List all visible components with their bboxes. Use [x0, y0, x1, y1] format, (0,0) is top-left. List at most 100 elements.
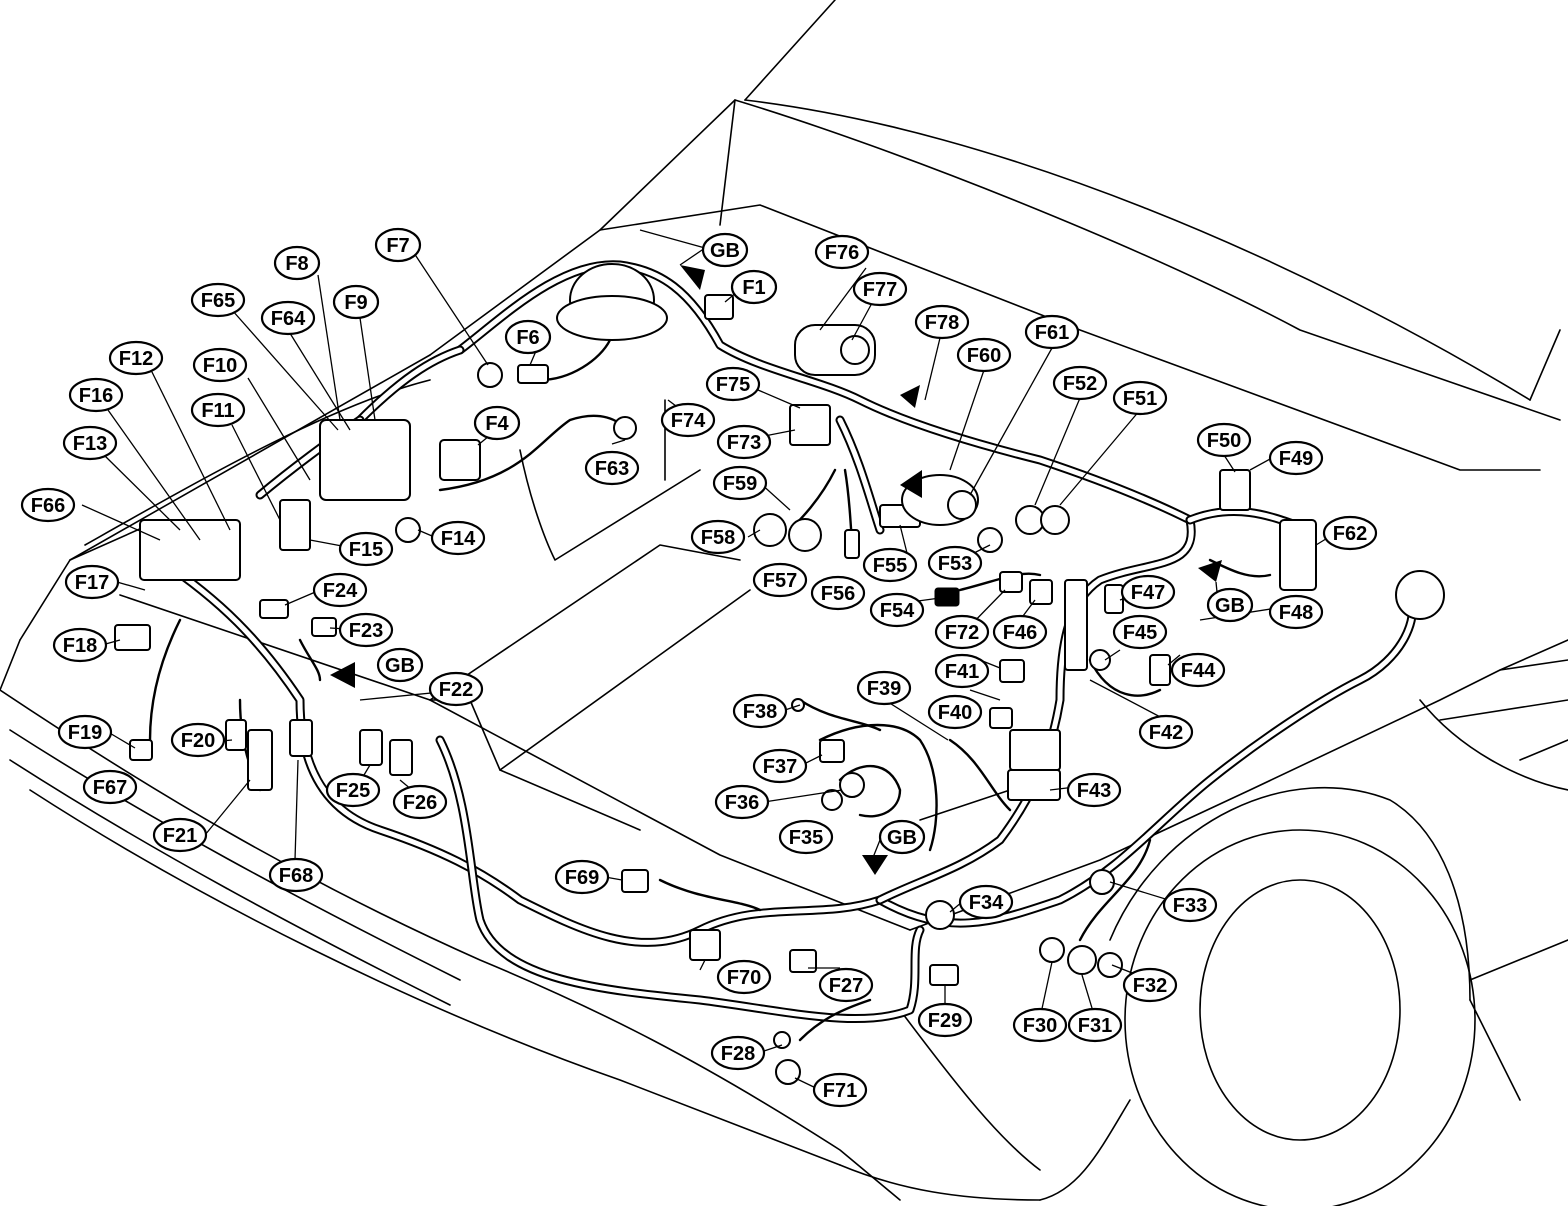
label-oval — [660, 402, 716, 438]
label-oval — [705, 366, 761, 402]
label-text: F4 — [485, 413, 509, 435]
label-oval — [1268, 440, 1324, 476]
connector-f47 — [1104, 584, 1124, 614]
label-text: F20 — [181, 730, 215, 752]
label-text: GB — [1215, 595, 1245, 617]
connector-f68 — [289, 719, 313, 757]
connector-f72 — [999, 571, 1023, 593]
label-text: F59 — [723, 473, 757, 495]
label-oval — [714, 784, 770, 820]
label-f76: F76 — [814, 234, 870, 270]
label-oval — [376, 647, 424, 683]
label-text: F27 — [829, 975, 863, 997]
label-f30: F30 — [1012, 1007, 1068, 1043]
label-text: F9 — [344, 292, 367, 314]
connector-f59 — [788, 518, 822, 552]
connector-f54 — [934, 587, 960, 607]
label-f20: F20 — [170, 722, 226, 758]
label-text: F34 — [969, 892, 1004, 914]
label-oval — [814, 234, 870, 270]
label-oval — [268, 857, 324, 893]
connector-f15 — [279, 499, 311, 551]
label-text: F74 — [671, 410, 706, 432]
connector-f28 — [773, 1031, 791, 1049]
label-text: F31 — [1078, 1015, 1112, 1037]
arrow-f78-icon — [900, 385, 920, 408]
connector-f18 — [114, 624, 151, 651]
label-f17: F17 — [64, 564, 120, 600]
label-text: F19 — [68, 722, 102, 744]
label-oval — [392, 784, 448, 820]
label-f61: F61 — [1024, 314, 1080, 350]
label-text: F17 — [75, 572, 109, 594]
label-f48: F48 — [1268, 594, 1324, 630]
label-f26: F26 — [392, 784, 448, 820]
label-text: F70 — [727, 967, 761, 989]
connector-f25 — [359, 729, 383, 766]
label-oval — [332, 284, 380, 320]
label-text: F16 — [79, 385, 113, 407]
label-f68: F68 — [268, 857, 324, 893]
label-oval — [992, 614, 1048, 650]
label-gb2: GB — [376, 647, 424, 683]
label-text: F43 — [1077, 780, 1111, 802]
label-oval — [869, 592, 925, 628]
label-f47: F47 — [1120, 574, 1176, 610]
label-text: F30 — [1023, 1015, 1057, 1037]
connector-f33 — [1089, 869, 1115, 895]
label-text: F25 — [336, 780, 370, 802]
label-oval — [1122, 967, 1178, 1003]
label-text: F62 — [1333, 523, 1367, 545]
label-oval — [1322, 515, 1378, 551]
label-f38: F38 — [732, 693, 788, 729]
label-oval — [1066, 772, 1122, 808]
connector-f62 — [1279, 519, 1317, 591]
connector-f26 — [389, 739, 413, 776]
label-text: F12 — [119, 348, 153, 370]
label-f25: F25 — [325, 772, 381, 808]
connector-f37 — [819, 739, 845, 763]
label-oval — [716, 424, 772, 460]
label-oval — [1206, 587, 1254, 623]
label-f40: F40 — [927, 694, 983, 730]
label-text: GB — [710, 240, 740, 262]
fuse-box — [1009, 729, 1061, 771]
label-f57: F57 — [752, 562, 808, 598]
label-f11: F11 — [190, 392, 246, 428]
label-text: F7 — [386, 235, 409, 257]
label-text: F68 — [279, 865, 313, 887]
label-oval — [1162, 887, 1218, 923]
label-text: F38 — [743, 701, 777, 723]
label-text: F57 — [763, 570, 797, 592]
label-text: F73 — [727, 432, 761, 454]
label-oval — [374, 227, 422, 263]
label-f10: F10 — [192, 347, 248, 383]
relay-block — [439, 439, 481, 481]
label-oval — [64, 564, 120, 600]
reservoir-base — [556, 295, 668, 341]
component-f9-f64 — [319, 419, 411, 501]
label-oval — [260, 300, 316, 336]
label-oval — [810, 575, 866, 611]
label-f74: F74 — [660, 402, 716, 438]
label-f69: F69 — [554, 859, 610, 895]
label-oval — [584, 450, 640, 486]
label-f29: F29 — [917, 1002, 973, 1038]
label-oval — [878, 819, 926, 855]
label-f63: F63 — [584, 450, 640, 486]
label-f35: F35 — [778, 819, 834, 855]
label-f73: F73 — [716, 424, 772, 460]
label-f42: F42 — [1138, 714, 1194, 750]
label-text: F67 — [93, 777, 127, 799]
label-layer: F1F4F6F7F8F9F10F11F12F13F14F15F16F17F18F… — [20, 227, 1378, 1108]
label-oval — [712, 465, 768, 501]
label-oval — [752, 748, 808, 784]
label-f16: F16 — [68, 377, 124, 413]
label-oval — [862, 547, 918, 583]
label-oval — [956, 337, 1012, 373]
label-f22: F22 — [428, 671, 484, 707]
connector-block-f41-f42 — [1064, 579, 1088, 671]
label-f4: F4 — [473, 405, 521, 441]
connector-f63 — [613, 416, 637, 440]
